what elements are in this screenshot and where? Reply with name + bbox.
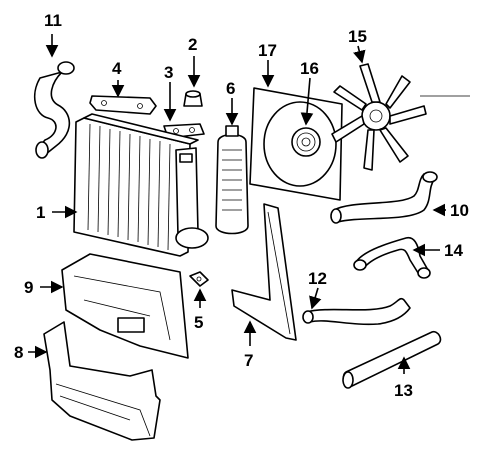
fan-clutch [291,127,321,157]
callout-4: 4 [112,59,122,78]
callout-9: 9 [24,278,33,297]
clip [189,271,209,287]
leader-16 [300,77,314,126]
callout-17: 17 [258,41,277,60]
radiator-fins [87,123,171,251]
callout-15: 15 [348,27,367,46]
expansion-tank [215,125,249,235]
radiator [73,113,209,257]
callout-13: 13 [394,381,413,400]
callout-1: 1 [36,203,45,222]
callout-12: 12 [308,269,327,288]
callout-6: 6 [226,79,235,98]
radiator-cap [183,90,203,107]
callout-11: 11 [44,11,62,30]
leader-lines [28,34,446,374]
upper-radiator-hose [33,61,75,159]
callout-5: 5 [194,313,203,332]
hose-12 [302,297,411,326]
lower-air-guide [43,321,161,441]
hose-14 [353,236,431,279]
callout-14: 14 [444,241,463,260]
callout-10: 10 [450,201,469,220]
leader-12 [309,287,322,310]
radiator-bracket [89,95,157,115]
fan-blade [331,63,470,171]
callout-7: 7 [244,351,253,370]
callout-2: 2 [188,35,197,54]
callout-labels: 11 4 2 3 6 1 17 16 15 10 14 12 13 7 9 5 … [14,11,469,400]
callout-3: 3 [164,63,173,82]
fan-shroud [249,87,343,201]
side-panel [231,203,297,341]
lower-hose-10 [330,171,438,224]
callout-8: 8 [14,343,23,362]
hose-13 [342,330,442,389]
leader-15 [353,45,366,64]
callout-16: 16 [300,59,319,78]
air-duct [61,253,189,359]
